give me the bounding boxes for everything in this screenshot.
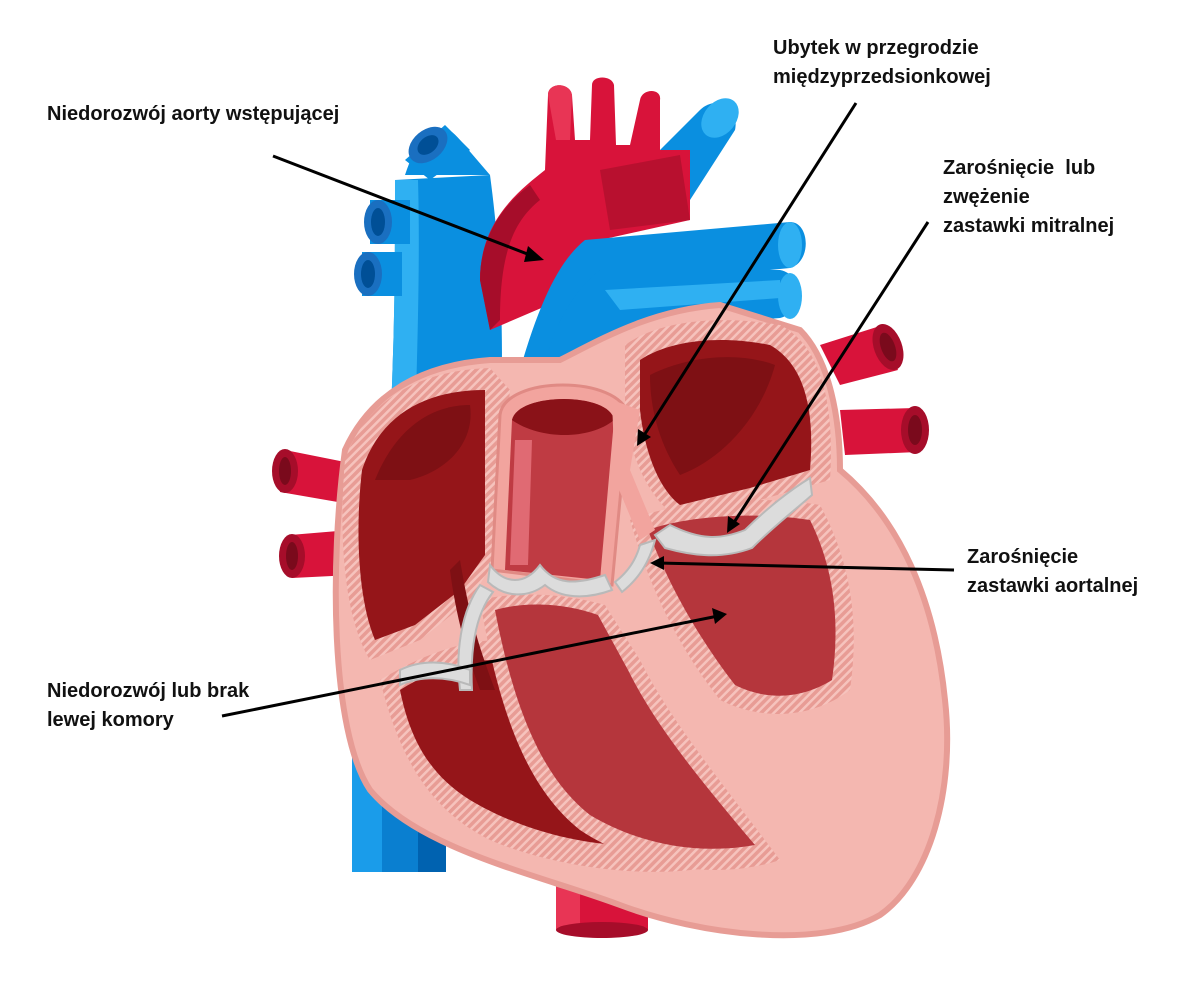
label-line: Zarośnięcie lub — [943, 157, 1096, 179]
arrowhead-mitral — [727, 516, 740, 533]
label-line: Ubytek w przegrodzie — [773, 37, 979, 59]
leader-septum — [641, 102, 858, 438]
leader-left-ventricle — [221, 614, 719, 718]
label-line: zastawki mitralnej — [943, 215, 1115, 237]
label-line: Niedorozwój lub brak — [47, 680, 250, 702]
label-aortic-valve-atresia: Zarośnięcie zastawki aortalnej — [967, 543, 1138, 601]
label-line: zwężenie — [943, 186, 1030, 208]
label-mitral-valve-atresia: Zarośnięcie lub zwężenie zastawki mitral… — [943, 154, 1114, 241]
arrowhead-aorta — [524, 246, 544, 262]
arrowhead-septum — [637, 429, 651, 446]
arrowhead-aortic — [650, 556, 664, 570]
label-line: zastawki aortalnej — [967, 575, 1139, 597]
label-left-ventricle-hypoplasia: Niedorozwój lub brak lewej komory — [47, 677, 249, 735]
label-ascending-aorta-hypoplasia: Niedorozwój aorty wstępującej — [47, 100, 339, 129]
label-line: Niedorozwój aorty wstępującej — [47, 103, 340, 125]
label-line: lewej komory — [47, 709, 174, 731]
label-atrial-septal-defect: Ubytek w przegrodzie międzyprzedsionkowe… — [773, 34, 991, 92]
arrowhead-left-ventricle — [712, 608, 727, 624]
left-atrium — [625, 320, 831, 520]
leader-aorta — [272, 154, 531, 257]
leader-arrowheads — [524, 246, 740, 624]
atrial-septum — [612, 400, 655, 540]
leader-mitral — [731, 221, 930, 525]
ascending-aorta-tube — [490, 383, 630, 587]
leader-lines — [221, 102, 955, 718]
leader-aortic — [657, 561, 955, 572]
label-line: międzyprzedsionkowej — [773, 66, 991, 88]
aortic-arch — [480, 77, 690, 330]
label-line: Zarośnięcie — [967, 546, 1079, 568]
pulmonary-veins-right — [820, 323, 929, 455]
